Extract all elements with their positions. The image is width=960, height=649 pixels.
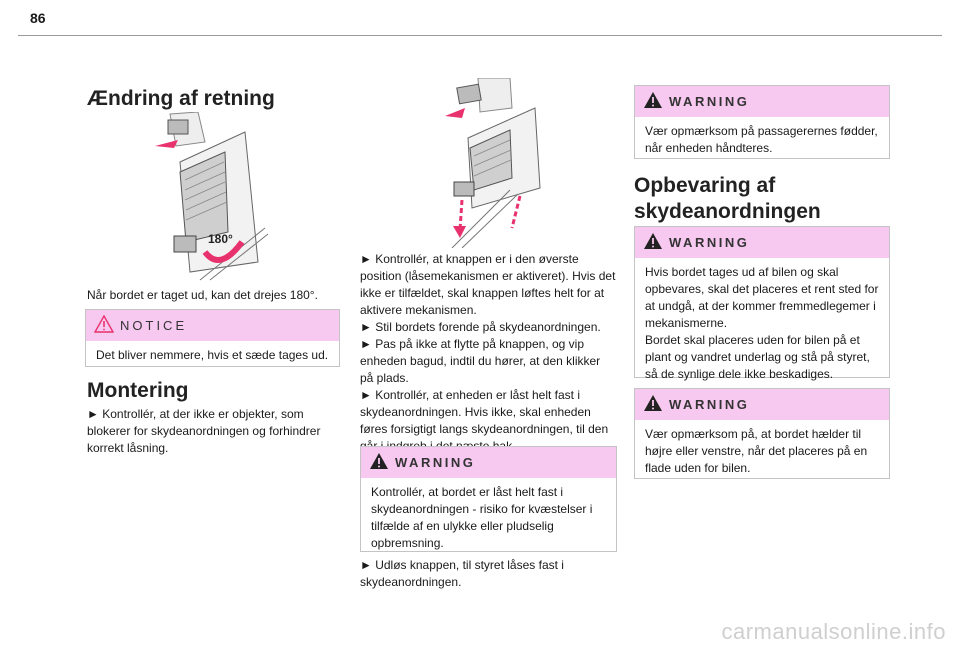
warning-header: WARNING bbox=[635, 227, 889, 258]
section-heading-storage: Opbevaring af skydeanordningen bbox=[634, 174, 821, 223]
step-4-text: ► Kontrollér, at enheden er låst helt fa… bbox=[360, 388, 609, 453]
warning-text: Vær opmærksom på passagerernes fødder, n… bbox=[645, 124, 878, 155]
mounting-text: ► Kontrollér, at der ikke er objekter, s… bbox=[87, 407, 321, 455]
warning-triangle-icon bbox=[370, 453, 388, 469]
warning-triangle-icon bbox=[94, 315, 114, 333]
step-3-text: ► Pas på ikke at flytte på knappen, og v… bbox=[360, 337, 601, 385]
warning-triangle-icon bbox=[644, 233, 662, 249]
rotation-text: Når bordet er taget ud, kan det drejes 1… bbox=[87, 288, 318, 302]
warning-header: WARNING bbox=[635, 389, 889, 420]
warning-box-tilt: WARNING Vær opmærksom på, at bordet hæld… bbox=[634, 388, 890, 479]
warning-text: Vær opmærksom på, at bordet hælder til h… bbox=[645, 427, 868, 475]
rotation-degree-label: 180° bbox=[208, 232, 233, 246]
warning-box-storage: WARNING Hvis bordet tages ud af bilen og… bbox=[634, 226, 890, 381]
page-number: 86 bbox=[30, 10, 46, 26]
warning-text-2: Bordet skal placeres uden for bilen på e… bbox=[645, 333, 870, 381]
warning-label: WARNING bbox=[669, 94, 750, 109]
release-text: ► Udløs knappen, til styret låses fast i… bbox=[360, 558, 564, 589]
notice-header: NOTICE bbox=[86, 310, 339, 341]
warning-label: WARNING bbox=[669, 235, 750, 250]
notice-label: NOTICE bbox=[120, 318, 188, 333]
warning-label: WARNING bbox=[669, 397, 750, 412]
step-2-text: ► Stil bordets forende på skydeanordning… bbox=[360, 320, 601, 334]
mounting-steps: ► Kontrollér, at knappen er i den øverst… bbox=[360, 251, 616, 455]
section-heading-mounting: Montering bbox=[87, 379, 189, 402]
notice-text: Det bliver nemmere, hvis et sæde tages u… bbox=[96, 348, 329, 362]
warning-body: Hvis bordet tages ud af bilen og skal op… bbox=[635, 258, 889, 391]
warning-header: WARNING bbox=[361, 447, 616, 478]
mounting-illustration bbox=[445, 78, 541, 248]
header-divider bbox=[18, 35, 942, 36]
warning-label: WARNING bbox=[395, 455, 476, 470]
warning-header: WARNING bbox=[635, 86, 889, 117]
step-1-text: ► Kontrollér, at knappen er i den øverst… bbox=[360, 252, 616, 317]
warning-triangle-icon bbox=[644, 92, 662, 108]
warning-text: Kontrollér, at bordet er låst helt fast … bbox=[371, 485, 593, 550]
rotation-illustration: 180° bbox=[155, 112, 269, 281]
section-heading-direction: Ændring af retning bbox=[87, 87, 275, 110]
warning-box-feet: WARNING Vær opmærksom på passagerernes f… bbox=[634, 85, 890, 159]
warning-triangle-icon bbox=[644, 395, 662, 411]
warning-text-1: Hvis bordet tages ud af bilen og skal op… bbox=[645, 265, 879, 330]
warning-box-locking: WARNING Kontrollér, at bordet er låst he… bbox=[360, 446, 617, 552]
watermark: carmanualsonline.info bbox=[721, 619, 946, 644]
notice-box: NOTICE Det bliver nemmere, hvis et sæde … bbox=[85, 309, 340, 367]
